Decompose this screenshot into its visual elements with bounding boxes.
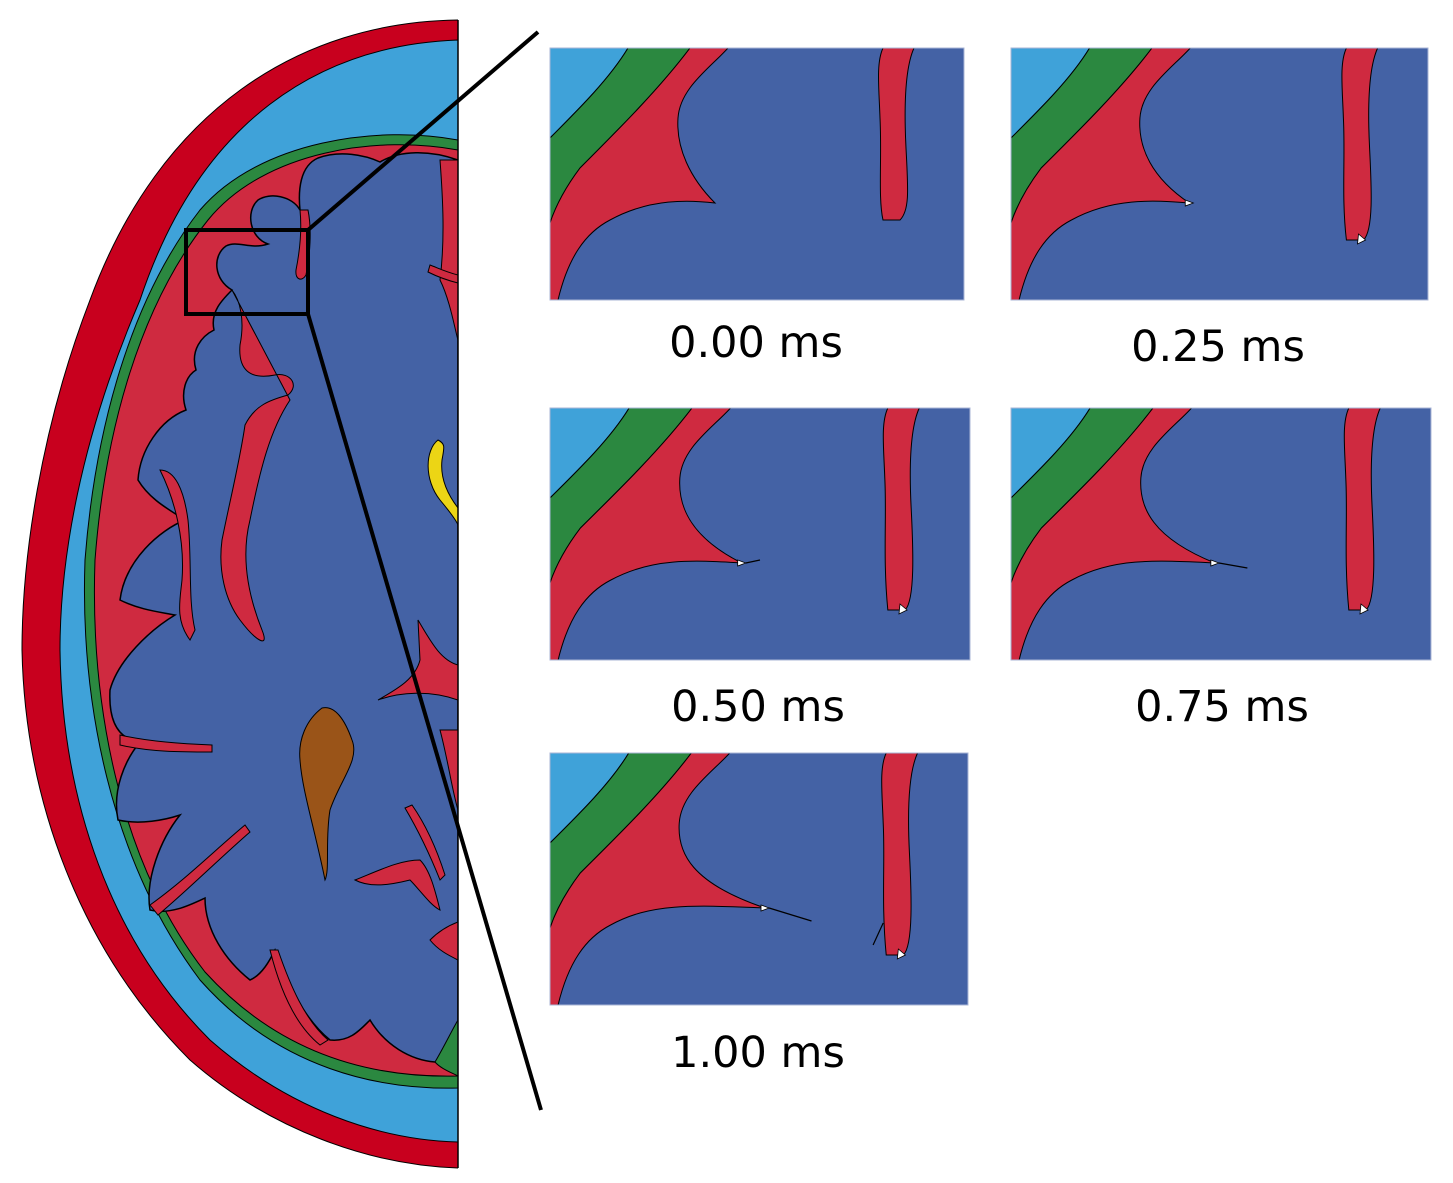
- panel-frame: [1010, 47, 1429, 301]
- panel-frame: [549, 47, 965, 301]
- panel-frame: [549, 752, 969, 1006]
- panel-sulcus-left: [1011, 48, 1192, 300]
- time-label-3: 0.75 ms: [1135, 682, 1309, 732]
- zoom-region-box: [184, 228, 310, 316]
- panel-cavity-right: [1359, 603, 1369, 615]
- green-bottom-patch: [434, 1019, 458, 1077]
- time-label-4: 1.00 ms: [671, 1028, 845, 1078]
- zoom-panels: [549, 47, 1432, 1006]
- panel-crack-left: [768, 907, 812, 922]
- panel-cavity-left: [760, 904, 771, 912]
- zoom-panel-3: [1010, 407, 1432, 661]
- time-label-2: 0.50 ms: [671, 682, 845, 732]
- sulcus-6: [404, 804, 446, 881]
- sulcus-10: [427, 264, 458, 284]
- zoom-guide-top: [306, 30, 540, 232]
- zoom-panel-4: [549, 752, 969, 1006]
- panel-frame: [549, 407, 971, 661]
- sulcus-13: [429, 921, 458, 961]
- zoom-guide-bottom: [306, 313, 543, 1111]
- panel-cavity-left: [1184, 199, 1195, 207]
- panel-cavity-left: [1210, 559, 1221, 567]
- time-label-0: 0.00 ms: [669, 318, 843, 368]
- ventricle-brown: [299, 707, 355, 882]
- panel-sulcus-left: [550, 408, 742, 660]
- panel-crack-left: [745, 559, 761, 564]
- panel-cavity-right: [898, 603, 908, 615]
- sulcus-3: [119, 734, 213, 753]
- panel-sulcus-left: [550, 753, 766, 1005]
- sulcus-4: [149, 824, 251, 916]
- zoom-panel-1: [1010, 47, 1429, 301]
- panel-sulcus-right: [878, 48, 915, 221]
- brain-half-section: [21, 19, 458, 1169]
- sulcus-1: [220, 289, 294, 642]
- panel-frame: [1010, 407, 1432, 661]
- panel-crack-left: [1218, 562, 1248, 569]
- panel-cavity-right: [1357, 233, 1367, 245]
- time-label-1: 0.25 ms: [1131, 322, 1305, 372]
- sulcus-5: [353, 859, 441, 911]
- sulcus-2: [159, 469, 196, 641]
- sulcus-7: [269, 949, 329, 1046]
- ventricle-yellow: [427, 439, 458, 526]
- sulcus-8: [439, 159, 458, 341]
- panel-sulcus-left: [1011, 408, 1216, 660]
- zoom-panel-0: [549, 47, 965, 301]
- panel-cavity-right: [896, 948, 907, 960]
- panel-crack-right: [872, 922, 884, 946]
- panel-sulcus-left: [550, 48, 729, 300]
- panel-cavity-left: [737, 559, 747, 567]
- zoom-panel-2: [549, 407, 971, 661]
